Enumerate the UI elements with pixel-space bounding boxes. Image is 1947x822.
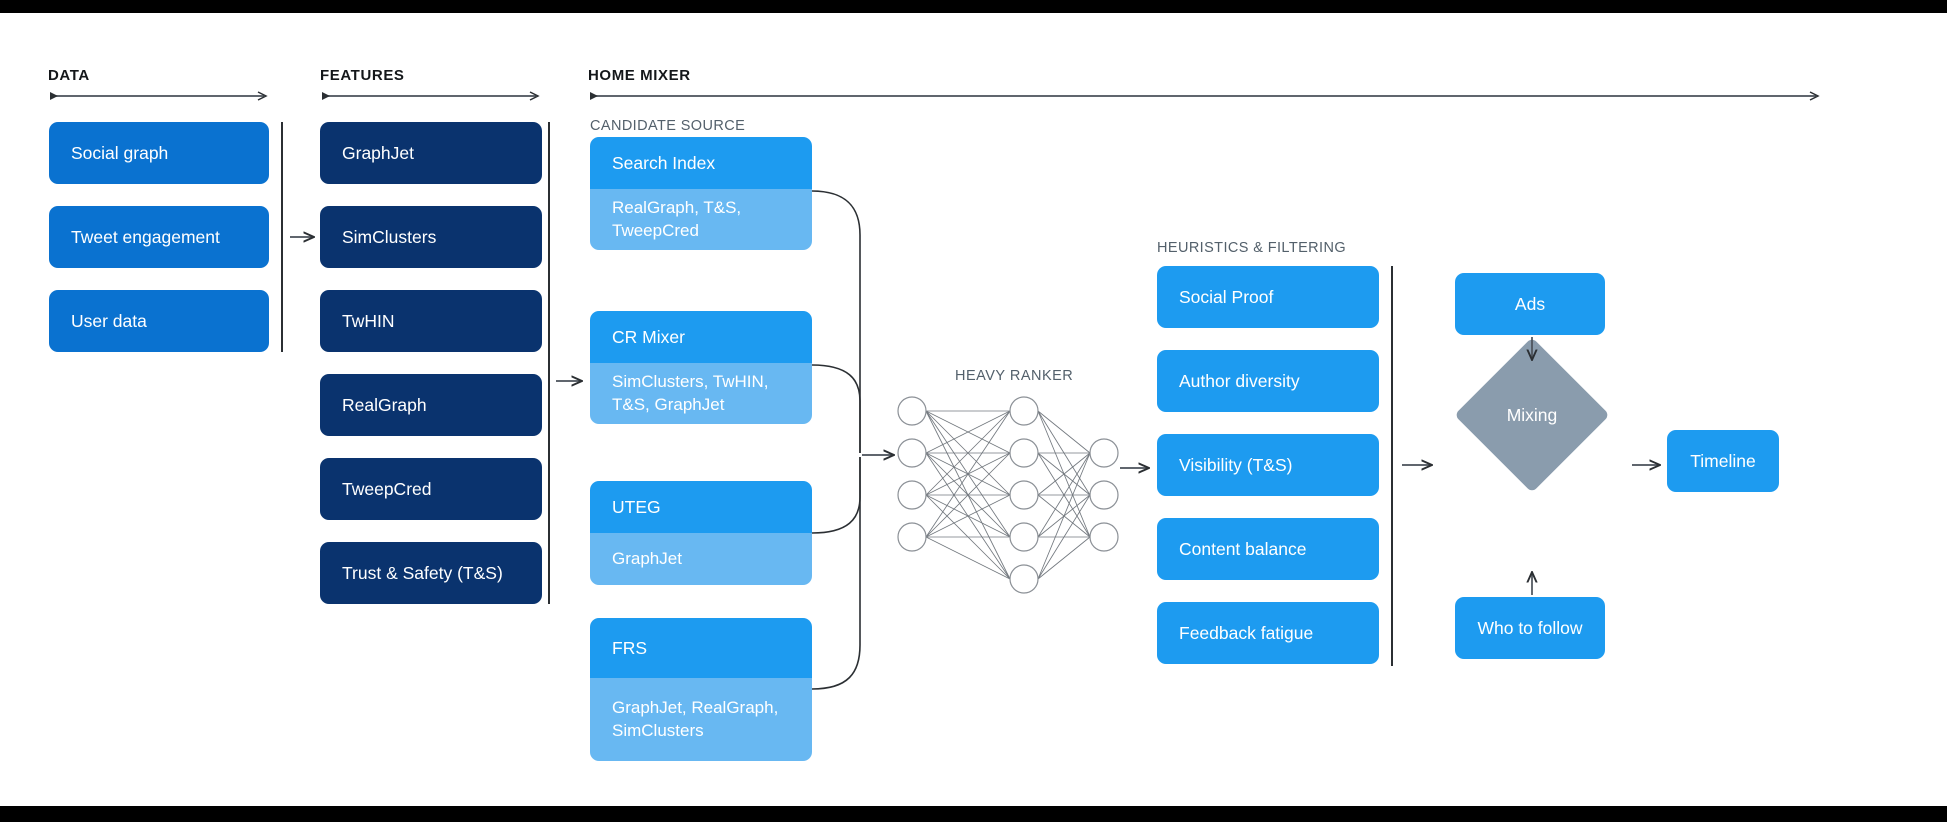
data-item-label: User data — [71, 310, 147, 331]
output-who-to-follow-box[interactable]: Who to follow — [1455, 597, 1605, 659]
section-header-home-mixer: HOME MIXER — [588, 67, 691, 84]
feature-item-twhin[interactable]: TwHIN — [320, 290, 542, 352]
section-rule-features — [320, 89, 544, 103]
feature-item-realgraph[interactable]: RealGraph — [320, 374, 542, 436]
candidate-source-features: GraphJet, RealGraph, SimClusters — [590, 678, 812, 761]
divider-features-candidates — [548, 122, 550, 604]
section-header-data: DATA — [48, 67, 90, 84]
candidate-source-card-frs[interactable]: FRS GraphJet, RealGraph, SimClusters — [590, 618, 812, 761]
candidate-source-features: RealGraph, T&S, TweepCred — [590, 189, 812, 250]
connector-layer — [290, 190, 1947, 690]
output-ads-box[interactable]: Ads — [1455, 273, 1605, 335]
data-item-label: Social graph — [71, 142, 169, 163]
data-item-user-data[interactable]: User data — [49, 290, 269, 352]
connector-candidates-to-ranker — [811, 190, 861, 690]
heuristic-item-content-balance[interactable]: Content balance — [1157, 518, 1379, 580]
feature-item-trust-safety[interactable]: Trust & Safety (T&S) — [320, 542, 542, 604]
candidate-source-card-search-index[interactable]: Search Index RealGraph, T&S, TweepCred — [590, 137, 812, 250]
candidate-source-name: FRS — [590, 618, 812, 678]
letterbox-top — [0, 0, 1947, 13]
diagram-canvas: DATA FEATURES HOME MIXER CANDIDATE SOURC… — [0, 13, 1947, 806]
subsection-header-candidate-source: CANDIDATE SOURCE — [590, 118, 746, 134]
output-timeline-box[interactable]: Timeline — [1667, 430, 1779, 492]
data-item-tweet-engagement[interactable]: Tweet engagement — [49, 206, 269, 268]
feature-item-label: Trust & Safety (T&S) — [342, 562, 503, 583]
heuristic-item-feedback-fatigue[interactable]: Feedback fatigue — [1157, 602, 1379, 664]
heuristic-item-social-proof[interactable]: Social Proof — [1157, 266, 1379, 328]
heuristic-item-author-diversity[interactable]: Author diversity — [1157, 350, 1379, 412]
section-rule-home-mixer — [588, 89, 1824, 103]
candidate-source-features: SimClusters, TwHIN, T&S, GraphJet — [590, 363, 812, 424]
feature-item-tweepcred[interactable]: TweepCred — [320, 458, 542, 520]
who-to-follow-label: Who to follow — [1477, 617, 1583, 638]
candidate-source-name: UTEG — [590, 481, 812, 533]
heuristic-item-label: Feedback fatigue — [1179, 622, 1314, 643]
ads-label: Ads — [1514, 293, 1546, 314]
candidate-source-name: Search Index — [590, 137, 812, 189]
candidate-source-features: GraphJet — [590, 533, 812, 585]
heuristic-item-label: Social Proof — [1179, 286, 1274, 307]
heuristic-item-label: Content balance — [1179, 538, 1307, 559]
data-item-social-graph[interactable]: Social graph — [49, 122, 269, 184]
divider-heuristics-output — [1391, 266, 1393, 666]
heuristic-item-label: Visibility (T&S) — [1179, 454, 1293, 475]
heuristic-item-label: Author diversity — [1179, 370, 1300, 391]
timeline-label: Timeline — [1690, 450, 1756, 471]
heuristic-item-visibility[interactable]: Visibility (T&S) — [1157, 434, 1379, 496]
letterbox-bottom — [0, 806, 1947, 822]
feature-item-graphjet[interactable]: GraphJet — [320, 122, 542, 184]
data-item-label: Tweet engagement — [71, 226, 220, 247]
feature-item-label: GraphJet — [342, 142, 414, 163]
candidate-source-card-cr-mixer[interactable]: CR Mixer SimClusters, TwHIN, T&S, GraphJ… — [590, 311, 812, 424]
feature-item-simclusters[interactable]: SimClusters — [320, 206, 542, 268]
feature-item-label: SimClusters — [342, 226, 437, 247]
feature-item-label: TweepCred — [342, 478, 432, 499]
feature-item-label: TwHIN — [342, 310, 395, 331]
candidate-source-name: CR Mixer — [590, 311, 812, 363]
mixing-diamond[interactable]: Mixing — [1454, 337, 1610, 493]
feature-item-label: RealGraph — [342, 394, 427, 415]
mixing-label: Mixing — [1506, 404, 1558, 425]
heavy-ranker-network — [897, 396, 1119, 594]
section-header-features: FEATURES — [320, 67, 405, 84]
heavy-ranker-label: HEAVY RANKER — [955, 368, 1074, 384]
section-rule-data — [48, 89, 272, 103]
divider-data-features — [281, 122, 283, 352]
subsection-header-heuristics: HEURISTICS & FILTERING — [1157, 240, 1346, 256]
candidate-source-card-uteg[interactable]: UTEG GraphJet — [590, 481, 812, 585]
